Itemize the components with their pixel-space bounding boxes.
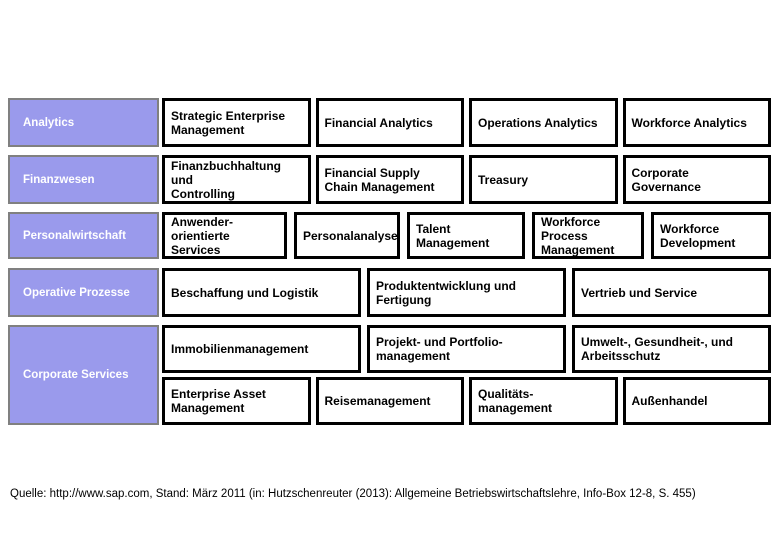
category-label: Finanzwesen — [23, 173, 95, 186]
module-box: Workforce Process Management — [532, 212, 644, 259]
module-box: Workforce Analytics — [622, 98, 771, 147]
module-box: Workforce Development — [651, 212, 771, 259]
module-row-analytics: Strategic Enterprise Management Financia… — [162, 98, 771, 147]
category-label: Corporate Services — [23, 369, 129, 381]
category-analytics: Analytics — [8, 98, 159, 147]
module-box: Anwender- orientierte Services — [162, 212, 287, 259]
module-box: Umwelt-, Gesundheit-, und Arbeitsschutz — [572, 325, 771, 373]
category-label: Operative Prozesse — [23, 286, 130, 299]
module-row-corporate-services-lower: Enterprise Asset Management Reisemanagem… — [162, 377, 771, 425]
module-row-finanzwesen: Finanzbuchhaltung und Controlling Financ… — [162, 155, 771, 204]
module-box: Vertrieb und Service — [572, 268, 771, 317]
module-box: Enterprise Asset Management — [162, 377, 311, 425]
category-finanzwesen: Finanzwesen — [8, 155, 159, 204]
module-box: Personalanalyse — [294, 212, 400, 259]
module-row-operative-prozesse: Beschaffung und Logistik Produktentwickl… — [162, 268, 771, 317]
category-personalwirtschaft: Personalwirtschaft — [8, 212, 159, 259]
category-corporate-services: Corporate Services — [8, 325, 159, 425]
category-label: Personalwirtschaft — [23, 229, 126, 242]
module-box: Operations Analytics — [469, 98, 618, 147]
category-operative-prozesse: Operative Prozesse — [8, 268, 159, 317]
module-row-personalwirtschaft: Anwender- orientierte Services Personala… — [162, 212, 771, 259]
module-box: Treasury — [469, 155, 618, 204]
module-box: Financial Analytics — [315, 98, 464, 147]
module-box: Financial Supply Chain Management — [315, 155, 464, 204]
module-box: Produktentwicklung und Fertigung — [367, 268, 566, 317]
module-box: Außenhandel — [622, 377, 771, 425]
module-box: Corporate Governance — [622, 155, 771, 204]
module-box: Beschaffung und Logistik — [162, 268, 361, 317]
module-box: Strategic Enterprise Management — [162, 98, 311, 147]
module-row-corporate-services-upper: Immobilienmanagement Projekt- und Portfo… — [162, 325, 771, 373]
category-label: Analytics — [23, 116, 75, 129]
module-box: Qualitäts- management — [469, 377, 618, 425]
module-box: Finanzbuchhaltung und Controlling — [162, 155, 311, 204]
module-box: Projekt- und Portfolio- management — [367, 325, 566, 373]
module-box: Reisemanagement — [315, 377, 464, 425]
module-box: Talent Management — [407, 212, 525, 259]
module-box: Immobilienmanagement — [162, 325, 361, 373]
source-citation: Quelle: http://www.sap.com, Stand: März … — [10, 488, 696, 500]
